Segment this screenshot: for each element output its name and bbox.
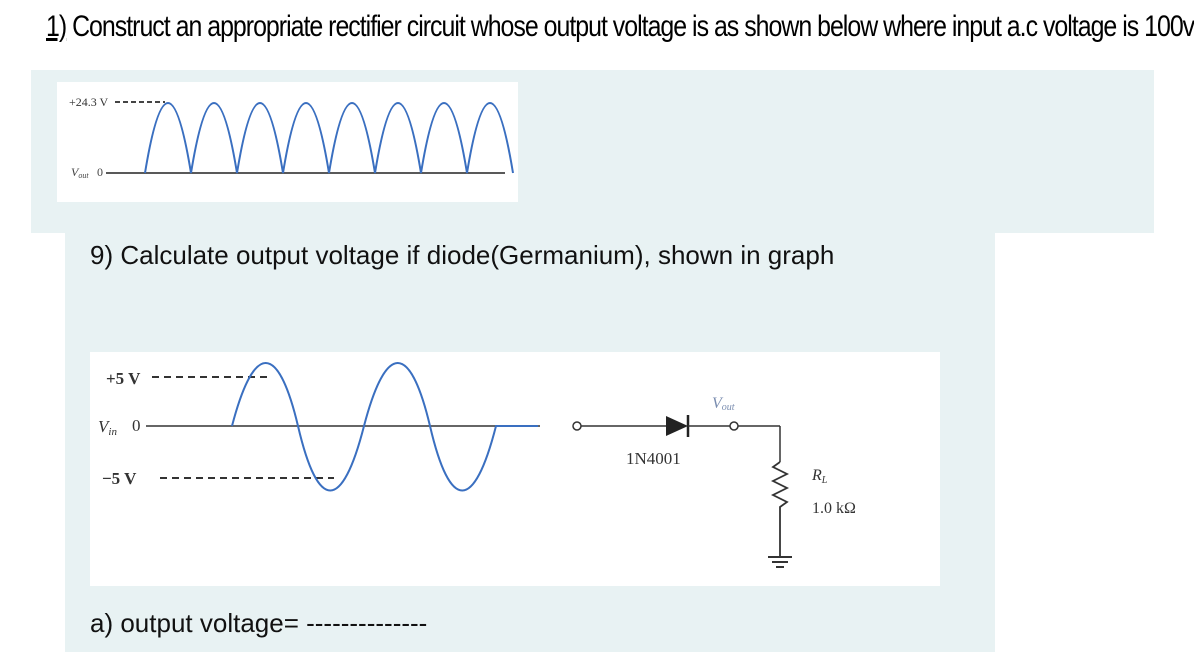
load-resistor-symbol bbox=[770, 461, 790, 557]
input-terminal bbox=[572, 421, 582, 431]
zero-label: 0 bbox=[97, 165, 103, 179]
output-terminal bbox=[729, 421, 739, 431]
answer-line: a) output voltage= -------------- bbox=[90, 608, 427, 639]
vout-axis-label: Vout bbox=[71, 165, 89, 180]
question-9: 9) Calculate output voltage if diode(Ger… bbox=[90, 240, 835, 270]
question-1-text: Construct an appropriate rectifier circu… bbox=[66, 10, 1194, 43]
half-wave-circuit-figure: +5 V Vin 0 −5 V 1N4001 Vout RL 1.0 kΩ bbox=[90, 352, 940, 586]
answer-label: a) output voltage= bbox=[90, 608, 307, 638]
peak-voltage-label: +24.3 V bbox=[69, 95, 109, 109]
resistor-name-label: RL bbox=[811, 467, 828, 486]
question-1-number: 1) bbox=[46, 10, 67, 43]
vin-axis-label: Vin bbox=[98, 417, 117, 438]
rectified-waveform-figure: +24.3 V Vout 0 bbox=[57, 82, 518, 202]
input-zero-label: 0 bbox=[132, 416, 141, 435]
resistor-value-label: 1.0 kΩ bbox=[812, 500, 856, 517]
question-1: 1) Construct an appropriate rectifier ci… bbox=[46, 10, 1194, 44]
answer-blank[interactable]: -------------- bbox=[306, 608, 428, 638]
sine-input-trace bbox=[231, 362, 538, 492]
diode-symbol bbox=[666, 416, 688, 436]
positive-peak-label: +5 V bbox=[106, 369, 141, 388]
vout-label: Vout bbox=[712, 395, 735, 413]
negative-peak-label: −5 V bbox=[102, 469, 137, 488]
diode-part-label: 1N4001 bbox=[626, 449, 681, 468]
full-wave-rectified-trace bbox=[144, 102, 514, 174]
